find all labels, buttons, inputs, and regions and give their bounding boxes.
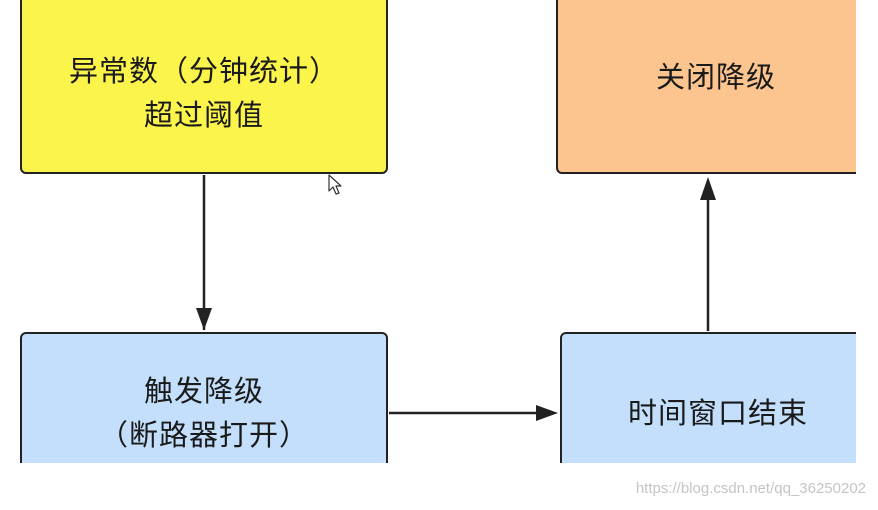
- node-window-end: 时间窗口结束: [560, 332, 856, 463]
- node-anomaly-threshold-label: 异常数（分钟统计） 超过阈值: [68, 54, 339, 132]
- node-trigger-degrade: 触发降级 （断路器打开）: [20, 332, 388, 463]
- flowchart-canvas: 异常数（分钟统计） 超过阈值 关闭降级 触发降级 （断路器打开） 时间窗口结束: [20, 0, 856, 463]
- node-close-degrade-label: 关闭降级: [655, 60, 776, 94]
- node-trigger-degrade-label: 触发降级 （断路器打开）: [98, 374, 309, 452]
- node-close-degrade: 关闭降级: [556, 0, 856, 174]
- mouse-cursor-icon: [328, 174, 342, 195]
- arrowhead-window-end-to-close: [700, 177, 716, 200]
- arrowhead-trigger-to-window-end: [536, 405, 558, 421]
- arrowhead-anomaly-to-trigger: [196, 308, 212, 330]
- watermark-url: https://blog.csdn.net/qq_36250202: [635, 480, 866, 497]
- node-window-end-label: 时间窗口结束: [627, 396, 808, 430]
- arrows-layer: [196, 175, 716, 421]
- node-anomaly-threshold: 异常数（分钟统计） 超过阈值: [20, 0, 388, 174]
